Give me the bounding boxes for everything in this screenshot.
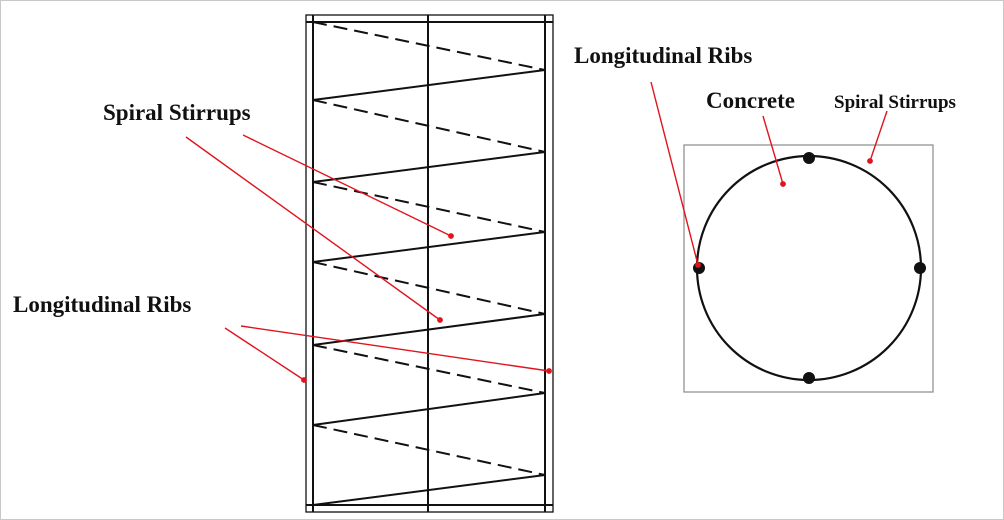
column-outline (305, 14, 554, 513)
rib-dot-bottom (803, 372, 815, 384)
leader-lines (185, 81, 888, 383)
label-longitudinal-ribs-left: Longitudinal Ribs (13, 292, 191, 317)
leader-concrete-dot (780, 181, 786, 187)
leader-spiral-lower (185, 136, 441, 321)
concrete-core-circle (695, 154, 923, 382)
label-spiral-stirrups-left: Spiral Stirrups (103, 100, 251, 125)
column-elevation (305, 14, 554, 513)
leader-section-spiral-dot (867, 158, 873, 164)
leader-concrete (762, 115, 784, 185)
leader-spiral-upper-dot (448, 233, 454, 239)
leader-ribs-left-dot (301, 377, 307, 383)
label-spiral-stirrups-right: Spiral Stirrups (834, 92, 956, 113)
label-concrete: Concrete (706, 88, 795, 113)
section-box (683, 144, 934, 393)
rib-dot-top (803, 152, 815, 164)
leader-section-spiral (869, 110, 888, 162)
column-cross-section (683, 144, 934, 393)
leader-spiral-lower-dot (437, 317, 443, 323)
leader-section-ribs (650, 81, 699, 266)
leader-ribs-left (224, 327, 305, 381)
leader-ribs-right (240, 325, 550, 372)
leader-spiral-upper (242, 134, 452, 237)
rib-dot-right (914, 262, 926, 274)
leader-section-ribs-dot (695, 262, 701, 268)
label-longitudinal-ribs-right: Longitudinal Ribs (574, 43, 752, 68)
spiral-stirrups-back (312, 21, 546, 476)
leader-ribs-right-dot (546, 368, 552, 374)
